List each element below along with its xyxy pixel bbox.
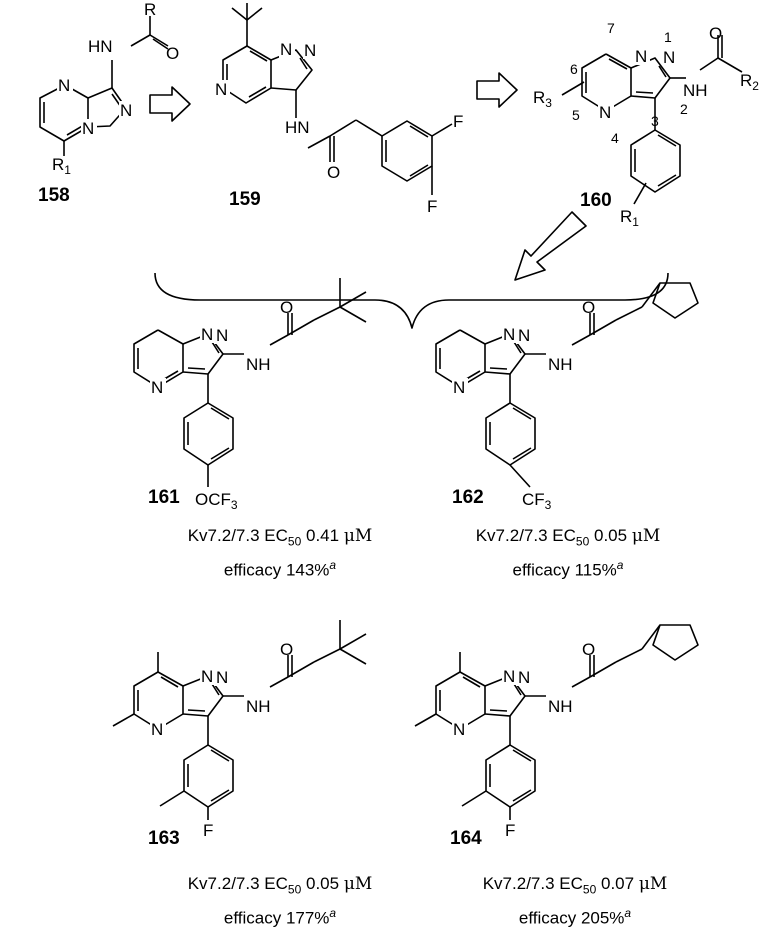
atom-n-label: N — [215, 80, 227, 99]
atom-nh-label: NH — [548, 697, 573, 716]
atom-f-label: F — [505, 821, 515, 840]
ring-position-number: 6 — [570, 61, 578, 77]
atom-n-label: N — [58, 76, 70, 95]
r2-label: R2 — [740, 71, 759, 93]
atom-n-label: N — [216, 326, 228, 345]
atom-n-label: N — [280, 40, 292, 59]
atom-n-label: N — [453, 378, 465, 397]
atom-n-label: N — [599, 103, 611, 122]
atom-r-label: R — [144, 0, 156, 19]
atom-n-label: N — [216, 668, 228, 687]
compound-164-structure: N N N NH O F 164 — [414, 624, 699, 849]
r1-label: R1 — [52, 155, 71, 177]
atom-n-label: N — [518, 326, 530, 345]
atom-o-label: O — [166, 44, 179, 63]
atom-n-label: N — [503, 667, 515, 686]
atom-n-label: N — [82, 119, 94, 138]
atom-o-label: O — [709, 24, 722, 43]
compound-id: 159 — [229, 189, 261, 210]
ocf3-label: OCF3 — [195, 490, 238, 512]
atom-n-label: N — [635, 47, 647, 66]
compound-id: 164 — [450, 828, 482, 849]
compound-162-structure: N N N NH O CF3 162 — [435, 282, 699, 512]
grouping-brace — [154, 272, 669, 329]
compound-164-caption: Kv7.2/7.3 EC50 0.07 μM efficacy 205%a — [425, 872, 725, 931]
atom-n-label: N — [304, 41, 316, 60]
atom-o-label: O — [582, 298, 595, 317]
efficacy-line: efficacy 143%a — [223, 558, 337, 581]
atom-o-label: O — [280, 640, 293, 659]
compound-158-structure: N N N HN R O R1 158 — [38, 0, 179, 206]
retrosynthesis-arrow — [149, 86, 191, 122]
potency-line: Kv7.2/7.3 EC50 0.41 μM — [187, 526, 373, 549]
compound-id: 161 — [148, 487, 180, 508]
atom-nh-label: NH — [683, 81, 708, 100]
compound-159-structure: N N N HN O F F 159 — [214, 3, 463, 216]
atom-n-label: N — [518, 668, 530, 687]
efficacy-line: efficacy 115%a — [512, 558, 624, 581]
atom-n-label: N — [503, 325, 515, 344]
compound-163-structure: N N N NH O F 163 — [112, 620, 367, 849]
compound-id: 158 — [38, 185, 70, 206]
compound-id: 160 — [580, 190, 612, 211]
atom-n-label: N — [120, 101, 132, 120]
atom-nh-label: NH — [548, 355, 573, 374]
atom-o-label: O — [582, 640, 595, 659]
atom-n-label: N — [201, 325, 213, 344]
ring-position-number: 3 — [651, 113, 659, 129]
atom-f-label: F — [453, 112, 463, 131]
potency-line: Kv7.2/7.3 EC50 0.05 μM — [475, 526, 661, 549]
atom-f-label: F — [203, 821, 213, 840]
atom-nh-label: HN — [88, 37, 113, 56]
ring-position-number: 5 — [572, 107, 580, 123]
atom-n-label: N — [151, 720, 163, 739]
atom-o-label: O — [327, 163, 340, 182]
atom-f-label: F — [427, 197, 437, 216]
compound-id: 162 — [452, 487, 484, 508]
efficacy-line: efficacy 205%a — [518, 906, 632, 929]
atom-nh-label: NH — [246, 697, 271, 716]
atom-nh-label: NH — [246, 355, 271, 374]
compound-162-caption: Kv7.2/7.3 EC50 0.05 μM efficacy 115%a — [418, 524, 718, 583]
potency-line: Kv7.2/7.3 EC50 0.07 μM — [482, 874, 668, 897]
atom-n-label: N — [663, 48, 675, 67]
ring-position-number: 7 — [607, 20, 615, 36]
atom-nh-label: HN — [285, 118, 310, 137]
r1-label: R1 — [620, 207, 639, 229]
retrosynthesis-arrow — [476, 72, 518, 108]
cf3-label: CF3 — [522, 490, 552, 512]
design-arrow — [514, 211, 587, 281]
atom-n-label: N — [453, 720, 465, 739]
r3-label: R3 — [533, 88, 552, 110]
compound-160-structure: N N N NH O R2 R3 R1 1 2 3 4 5 6 7 160 — [533, 20, 759, 229]
potency-line: Kv7.2/7.3 EC50 0.05 μM — [187, 874, 373, 897]
ring-position-number: 1 — [664, 29, 672, 45]
atom-o-label: O — [280, 298, 293, 317]
compound-161-caption: Kv7.2/7.3 EC50 0.41 μM efficacy 143%a — [130, 524, 430, 583]
compound-161-structure: N N N NH O OCF3 161 — [133, 278, 367, 512]
atom-n-label: N — [201, 667, 213, 686]
ring-position-number: 4 — [611, 130, 619, 146]
atom-n-label: N — [151, 378, 163, 397]
compound-163-caption: Kv7.2/7.3 EC50 0.05 μM efficacy 177%a — [130, 872, 430, 931]
compound-id: 163 — [148, 828, 180, 849]
efficacy-line: efficacy 177%a — [223, 906, 337, 929]
ring-position-number: 2 — [680, 101, 688, 117]
